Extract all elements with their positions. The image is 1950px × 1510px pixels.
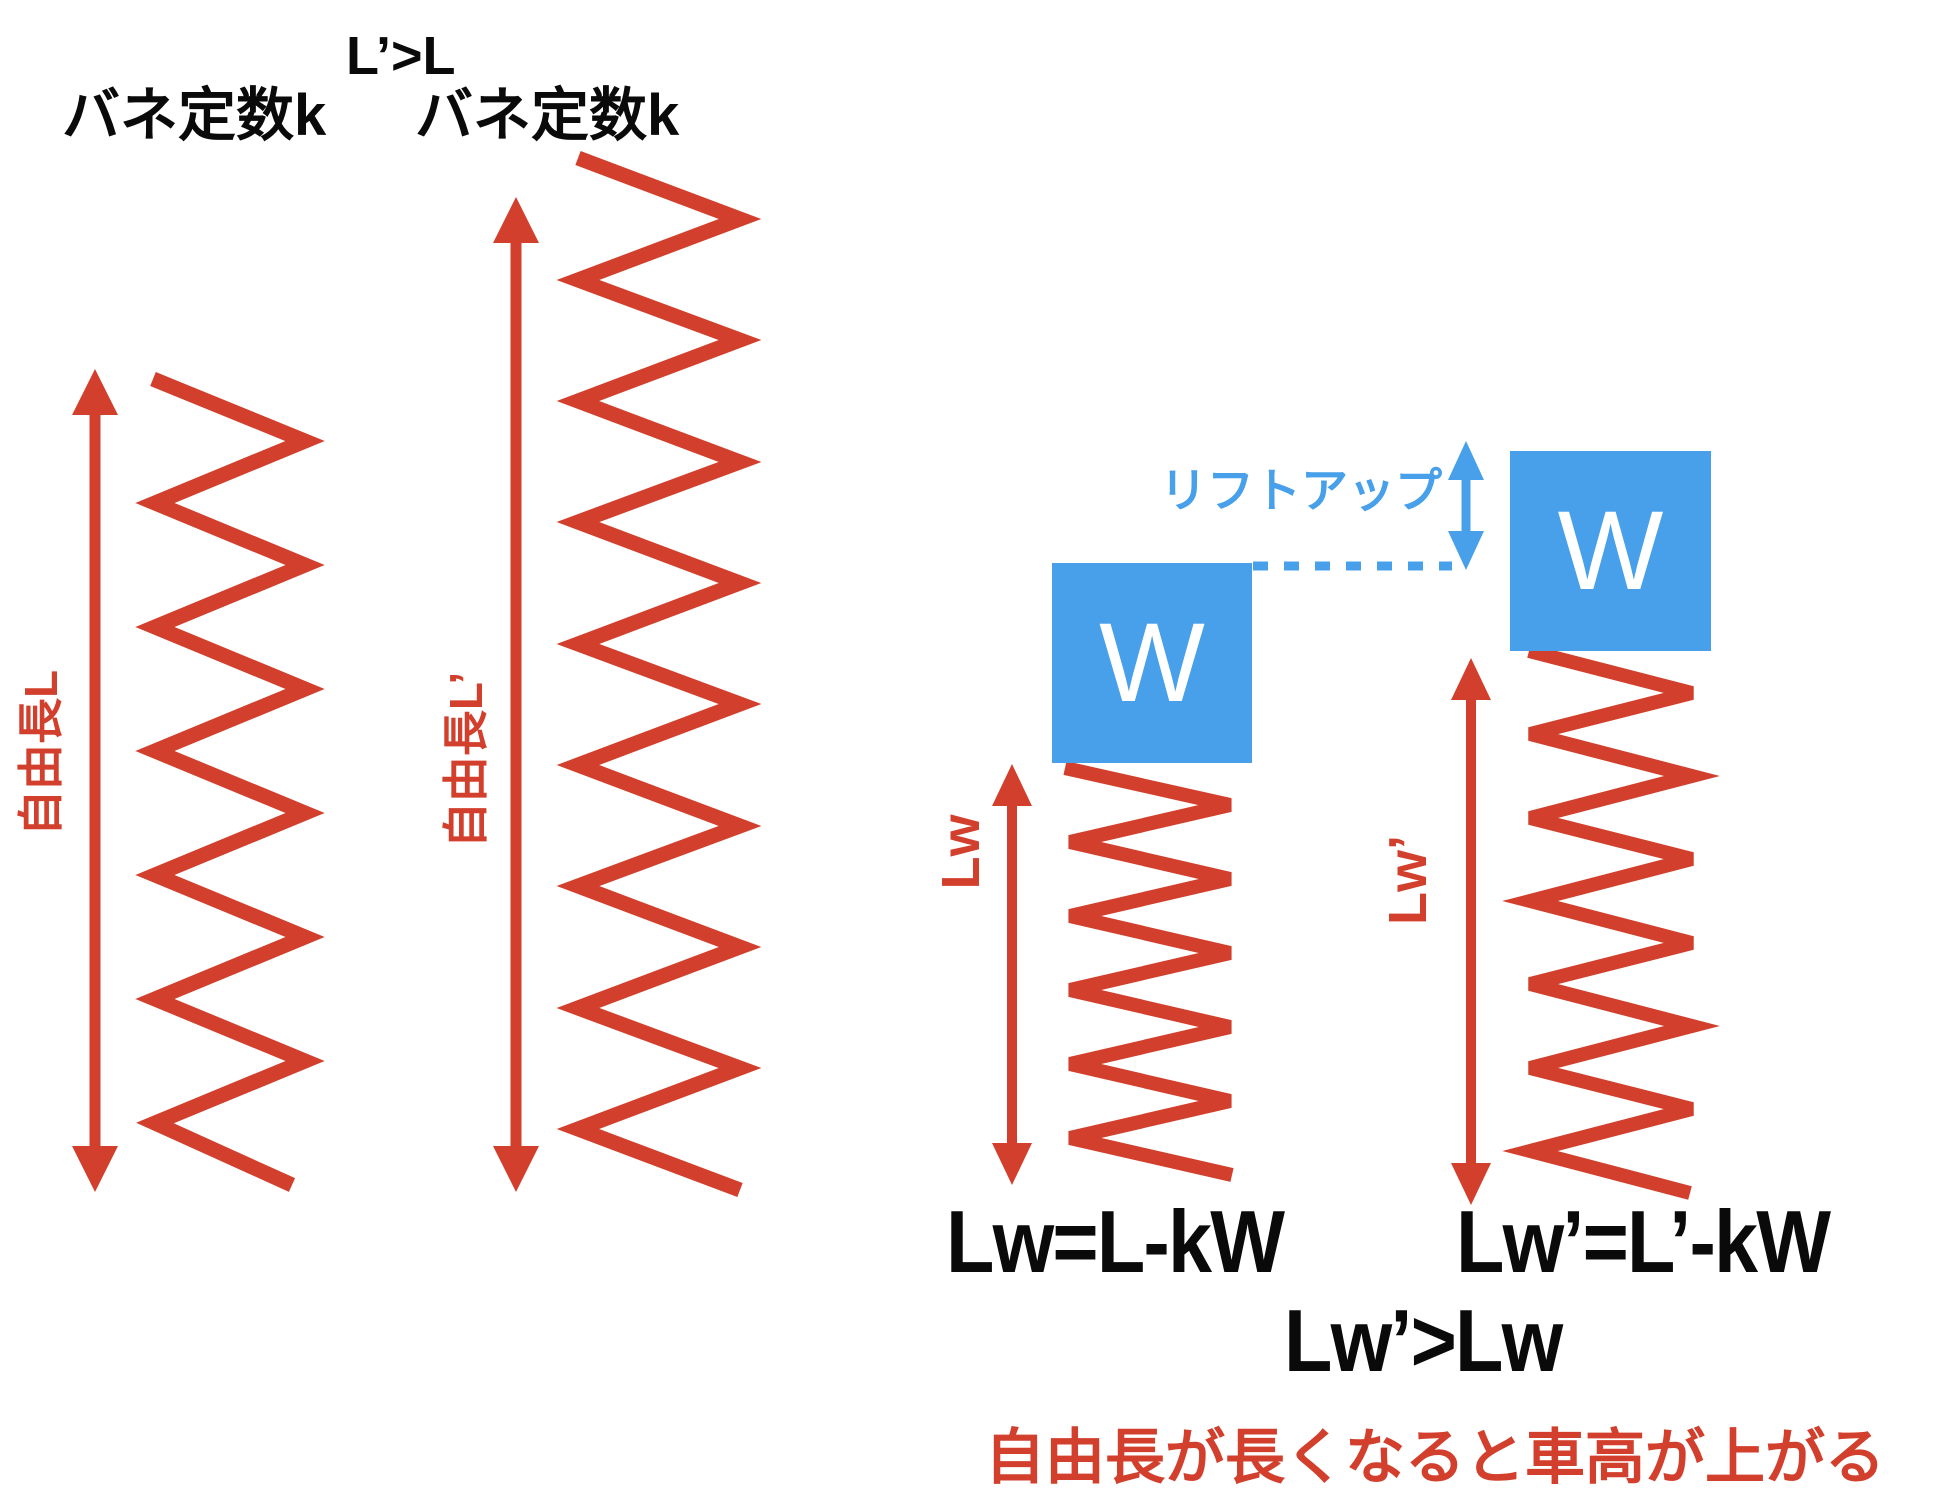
spring-constant-label-left: バネ定数k (62, 83, 327, 148)
bottom-inequality-label: Lw’>Lw (1284, 1291, 1563, 1390)
loaded-length-label-right: Lw’ (1378, 835, 1438, 925)
formula-right: Lw’=L’-kW (1456, 1192, 1831, 1291)
loaded-length-arrow-left (992, 764, 1032, 1185)
liftup-label: リフトアップ (1160, 464, 1442, 517)
free-length-arrow-left (72, 369, 118, 1192)
spring-free-right (556, 150, 762, 1198)
free-length-arrow-right (493, 197, 539, 1192)
conclusion-label: 自由長が長くなると車高が上がる (985, 1424, 1885, 1491)
free-length-label-right: 自由長L’ (440, 671, 492, 849)
top-inequality-label: L’>L (346, 26, 456, 86)
spring-compressed-right (1502, 644, 1720, 1200)
free-length-label-left: 自由長L (15, 669, 67, 837)
weight-label-left: W (1099, 600, 1205, 725)
spring-free-left (135, 372, 325, 1192)
loaded-length-arrow-right (1451, 658, 1491, 1205)
weight-label-right: W (1557, 488, 1664, 613)
formula-left: Lw=L-kW (946, 1192, 1285, 1291)
weight-box-right: W (1510, 451, 1711, 651)
loaded-length-label-left: Lw (931, 814, 991, 890)
spring-compressed-left (1063, 761, 1234, 1182)
spring-constant-label-right: バネ定数k (415, 83, 680, 148)
weight-box-left: W (1052, 563, 1252, 763)
liftup-arrow-icon (1448, 441, 1484, 570)
